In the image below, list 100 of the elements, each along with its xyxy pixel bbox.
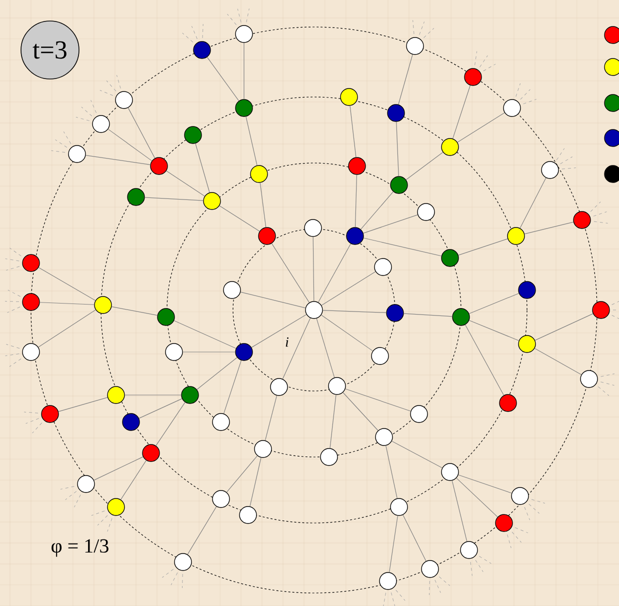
tree-edge — [464, 324, 504, 396]
tree-edge — [321, 271, 376, 306]
node-circle — [181, 386, 199, 404]
tree-edge — [282, 318, 311, 380]
tree-edge — [534, 313, 594, 341]
node-circle — [441, 249, 459, 267]
node-circle — [518, 281, 536, 299]
node-circle — [386, 304, 404, 322]
node-circle — [235, 99, 253, 117]
legend-dot — [604, 165, 619, 183]
node-circle — [507, 227, 525, 245]
tree-edge — [264, 395, 278, 441]
node-circle — [390, 176, 408, 194]
tree-edge — [457, 112, 505, 143]
node-circle — [464, 68, 482, 86]
parameter-label: φ = 1/3 — [52, 539, 108, 557]
node-circle — [511, 487, 529, 505]
node-circle — [320, 448, 338, 466]
node-circle — [157, 308, 175, 326]
node-circle — [417, 203, 435, 221]
node-circle — [441, 463, 459, 481]
tree-edge — [360, 191, 394, 230]
node-circle — [184, 126, 202, 144]
tree-edge — [389, 515, 398, 573]
node-circle — [203, 192, 221, 210]
node-circle — [193, 41, 211, 59]
tree-edge — [206, 56, 240, 102]
node-circle — [270, 378, 288, 396]
node-circle — [212, 413, 230, 431]
tree-edge — [166, 170, 205, 196]
node-circle — [22, 343, 40, 361]
node-circle — [68, 145, 86, 163]
node-circle — [371, 347, 389, 365]
node-circle — [328, 377, 346, 395]
tree-edge — [40, 302, 94, 305]
tree-edge — [187, 506, 217, 555]
tree-edge — [174, 320, 236, 349]
tree-edge — [271, 243, 310, 303]
node-circle — [142, 444, 160, 462]
tree-edge — [318, 243, 352, 303]
node-circle — [250, 165, 268, 183]
tree-edge — [468, 320, 520, 341]
tree-edge — [386, 445, 398, 499]
node-circle — [235, 343, 253, 361]
node-circle — [212, 490, 230, 508]
node-circle — [374, 258, 392, 276]
node-circle — [174, 553, 192, 571]
tree-edge — [246, 116, 258, 166]
tree-edge — [312, 236, 314, 302]
node-circle — [375, 428, 393, 446]
node-circle — [592, 301, 610, 319]
tree-edge — [240, 292, 306, 308]
tree-edge — [402, 514, 426, 562]
node-circle — [150, 157, 168, 175]
node-circle — [127, 188, 145, 206]
tree-edge — [128, 108, 156, 158]
node-circle — [441, 138, 459, 156]
node-circle — [452, 308, 470, 326]
tree-edge — [111, 306, 158, 316]
tree-edge — [251, 314, 307, 348]
node-circle — [348, 157, 366, 175]
tree-edge — [108, 128, 152, 162]
node-circle — [518, 335, 536, 353]
tree-edge — [94, 456, 144, 480]
node-circle — [460, 541, 478, 559]
tree-edge — [38, 310, 96, 348]
tree-edge — [156, 402, 186, 446]
tree-edge — [226, 455, 258, 493]
tree-edge — [144, 197, 204, 201]
tree-edge — [250, 457, 262, 507]
node-circle — [346, 227, 364, 245]
tree-edge — [363, 238, 442, 256]
node-circle — [239, 506, 257, 524]
node-circle — [92, 115, 110, 133]
node-label: i — [286, 337, 289, 347]
node-circle — [94, 296, 112, 314]
node-circle — [165, 343, 183, 361]
tree-edge — [223, 360, 242, 414]
tree-edge — [260, 182, 266, 228]
node-circle — [122, 413, 140, 431]
node-circle — [254, 440, 272, 458]
tree-edge — [534, 348, 582, 375]
tree-edge — [316, 318, 335, 378]
tree-edge — [38, 267, 96, 301]
tree-edge — [58, 397, 108, 412]
legend-dot — [604, 129, 619, 147]
node-circle — [235, 25, 253, 43]
node-circle — [107, 386, 125, 404]
tree-edge — [322, 310, 386, 313]
tree-edge — [320, 314, 374, 352]
node-circle — [258, 227, 276, 245]
node-circle — [22, 254, 40, 272]
tree-edge — [458, 474, 512, 494]
node-circle — [115, 91, 133, 109]
tree-edge — [404, 313, 452, 317]
node-circle — [499, 394, 517, 412]
node-circle — [223, 281, 241, 299]
node-circle — [580, 370, 598, 388]
tree-edge — [124, 394, 182, 396]
legend-dot — [604, 94, 619, 112]
